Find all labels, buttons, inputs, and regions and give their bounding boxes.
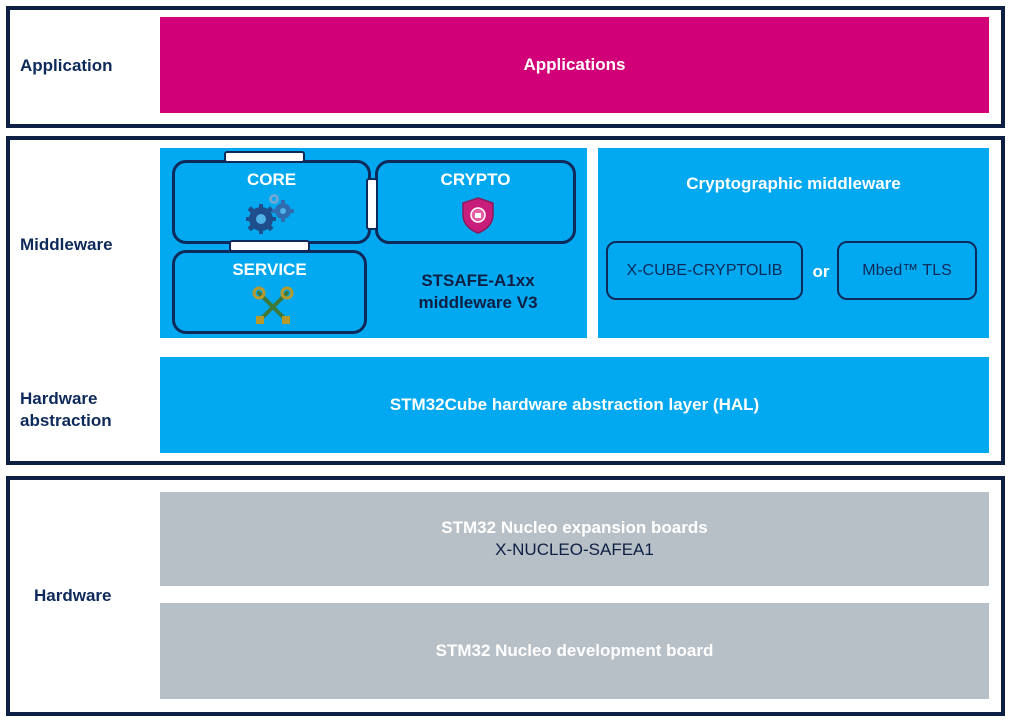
mbed-tls-box: Mbed™ TLS xyxy=(837,241,977,300)
crypto-label: CRYPTO xyxy=(440,170,511,189)
cryptographic-middleware-title: Cryptographic middleware xyxy=(686,174,901,193)
stsafe-title-line1: STSAFE-A1xx xyxy=(421,271,535,290)
x-cube-cryptolib-label: X-CUBE-CRYPTOLIB xyxy=(626,261,783,279)
core-label: CORE xyxy=(246,170,297,189)
x-cube-cryptolib-box: X-CUBE-CRYPTOLIB xyxy=(606,241,803,300)
hal-block: STM32Cube hardware abstraction layer (HA… xyxy=(160,357,989,453)
service-module: SERVICE xyxy=(172,250,367,334)
core-crypto-connector xyxy=(366,178,378,230)
tools-icon xyxy=(252,286,294,324)
crypto-module: CRYPTO xyxy=(375,160,576,244)
shield-icon xyxy=(462,197,494,234)
expansion-boards-subtitle: X-NUCLEO-SAFEA1 xyxy=(495,540,654,559)
applications-block-label: Applications xyxy=(523,55,626,74)
core-service-connector xyxy=(229,240,310,252)
development-board-block: STM32 Nucleo development board xyxy=(160,603,989,699)
hal-layer-label: Hardware abstraction xyxy=(20,389,112,430)
stsafe-title-line2: middleware V3 xyxy=(418,293,538,312)
or-label: or xyxy=(812,262,830,281)
mbed-tls-label: Mbed™ TLS xyxy=(862,261,952,279)
service-label: SERVICE xyxy=(232,260,307,279)
core-top-connector xyxy=(224,151,305,163)
hal-block-label: STM32Cube hardware abstraction layer (HA… xyxy=(389,395,760,414)
development-board-label: STM32 Nucleo development board xyxy=(435,641,714,660)
core-module: CORE xyxy=(172,160,371,244)
expansion-boards-title: STM32 Nucleo expansion boards xyxy=(441,518,708,537)
middleware-layer-label: Middleware xyxy=(20,235,113,254)
applications-block: Applications xyxy=(160,17,989,113)
expansion-boards-block: STM32 Nucleo expansion boards X-NUCLEO-S… xyxy=(160,492,989,586)
hardware-layer-label: Hardware xyxy=(34,586,112,605)
gears-icon xyxy=(246,194,294,234)
stsafe-title: STSAFE-A1xx middleware V3 xyxy=(378,270,578,314)
application-layer-label: Application xyxy=(20,56,113,75)
